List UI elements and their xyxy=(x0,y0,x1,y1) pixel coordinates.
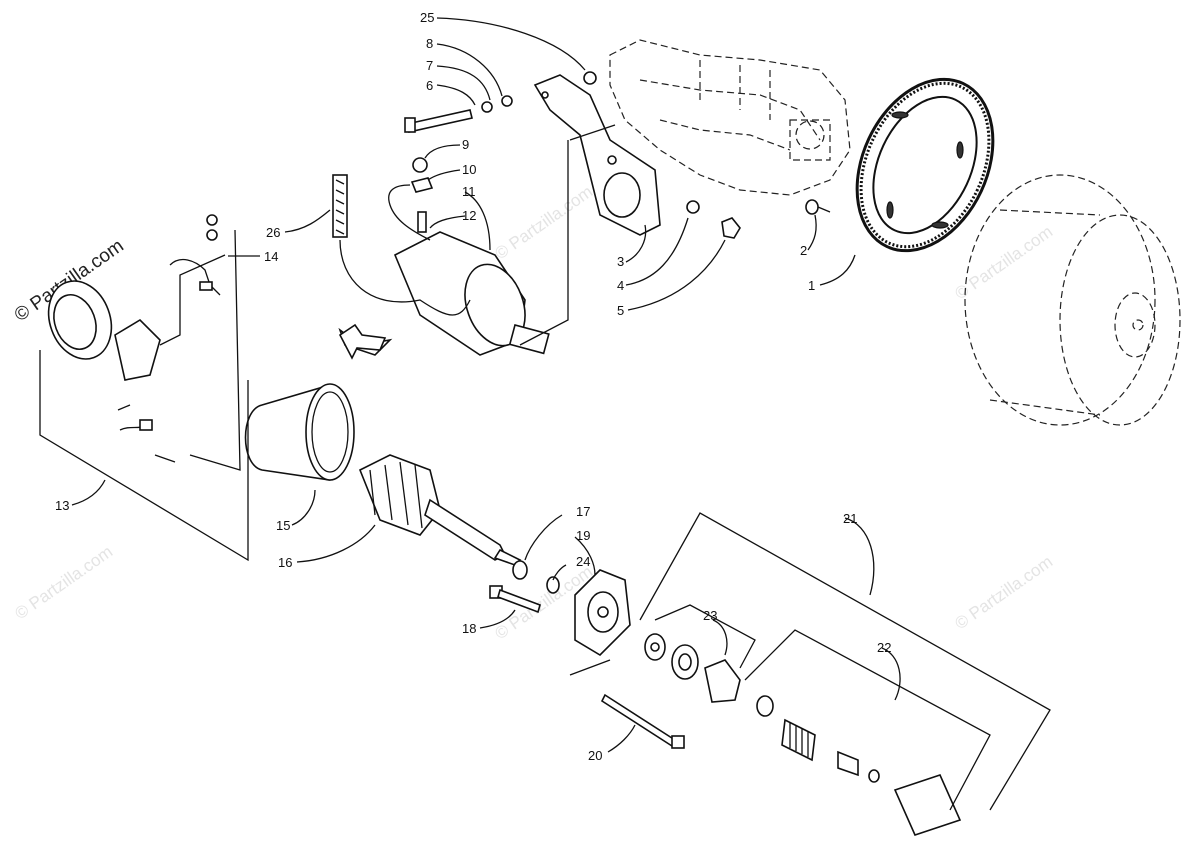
callout-16: 16 xyxy=(278,555,292,570)
callout-6: 6 xyxy=(426,78,433,93)
callout-13: 13 xyxy=(55,498,69,513)
callout-11: 11 xyxy=(462,184,476,199)
callout-26: 26 xyxy=(266,225,280,240)
starter-motor-assembled xyxy=(332,157,550,356)
snap-ring xyxy=(512,560,528,580)
through-bolt-18 xyxy=(489,585,541,614)
callout-7: 7 xyxy=(426,58,433,73)
pinion-assembly xyxy=(644,633,962,836)
callout-25: 25 xyxy=(420,10,434,25)
callout-18: 18 xyxy=(462,621,476,636)
callout-10: 10 xyxy=(462,162,476,177)
hardware-group-top xyxy=(404,71,741,239)
callout-24: 24 xyxy=(576,554,590,569)
watermark: © Partzilla.com xyxy=(11,542,116,623)
brush-holder-assembly xyxy=(47,214,221,463)
callout-22: 22 xyxy=(877,640,891,655)
leader-lines xyxy=(71,17,901,753)
end-housing xyxy=(574,569,631,657)
callout-14: 14 xyxy=(264,249,278,264)
callout-21: 21 xyxy=(843,511,857,526)
callout-3: 3 xyxy=(617,254,624,269)
bolt-20 xyxy=(600,693,685,749)
bolt-2 xyxy=(805,199,831,215)
callout-4: 4 xyxy=(617,278,624,293)
ring-gear xyxy=(855,77,995,253)
grouping-lines xyxy=(39,124,1051,811)
washer-24 xyxy=(546,576,560,594)
starter-bracket xyxy=(533,74,661,236)
callout-19: 19 xyxy=(576,528,590,543)
yoke xyxy=(244,383,355,481)
callout-23: 23 xyxy=(703,608,717,623)
watermark: © Partzilla.com xyxy=(951,552,1056,633)
callout-1: 1 xyxy=(808,278,815,293)
callout-2: 2 xyxy=(800,243,807,258)
callout-8: 8 xyxy=(426,36,433,51)
direction-arrow xyxy=(338,323,387,360)
callout-labels: 1 2 3 4 5 6 7 8 9 10 11 12 13 14 15 16 1… xyxy=(55,10,891,763)
callout-20: 20 xyxy=(588,748,602,763)
callout-12: 12 xyxy=(462,208,476,223)
callout-17: 17 xyxy=(576,504,590,519)
callout-5: 5 xyxy=(617,303,624,318)
watermark: © Partzilla.com xyxy=(951,222,1056,303)
callout-9: 9 xyxy=(462,137,469,152)
engine-outline xyxy=(609,39,851,196)
callout-15: 15 xyxy=(276,518,290,533)
armature xyxy=(358,454,522,566)
clutch-outline xyxy=(964,174,1181,426)
watermark: © Partzilla.com xyxy=(491,182,596,263)
